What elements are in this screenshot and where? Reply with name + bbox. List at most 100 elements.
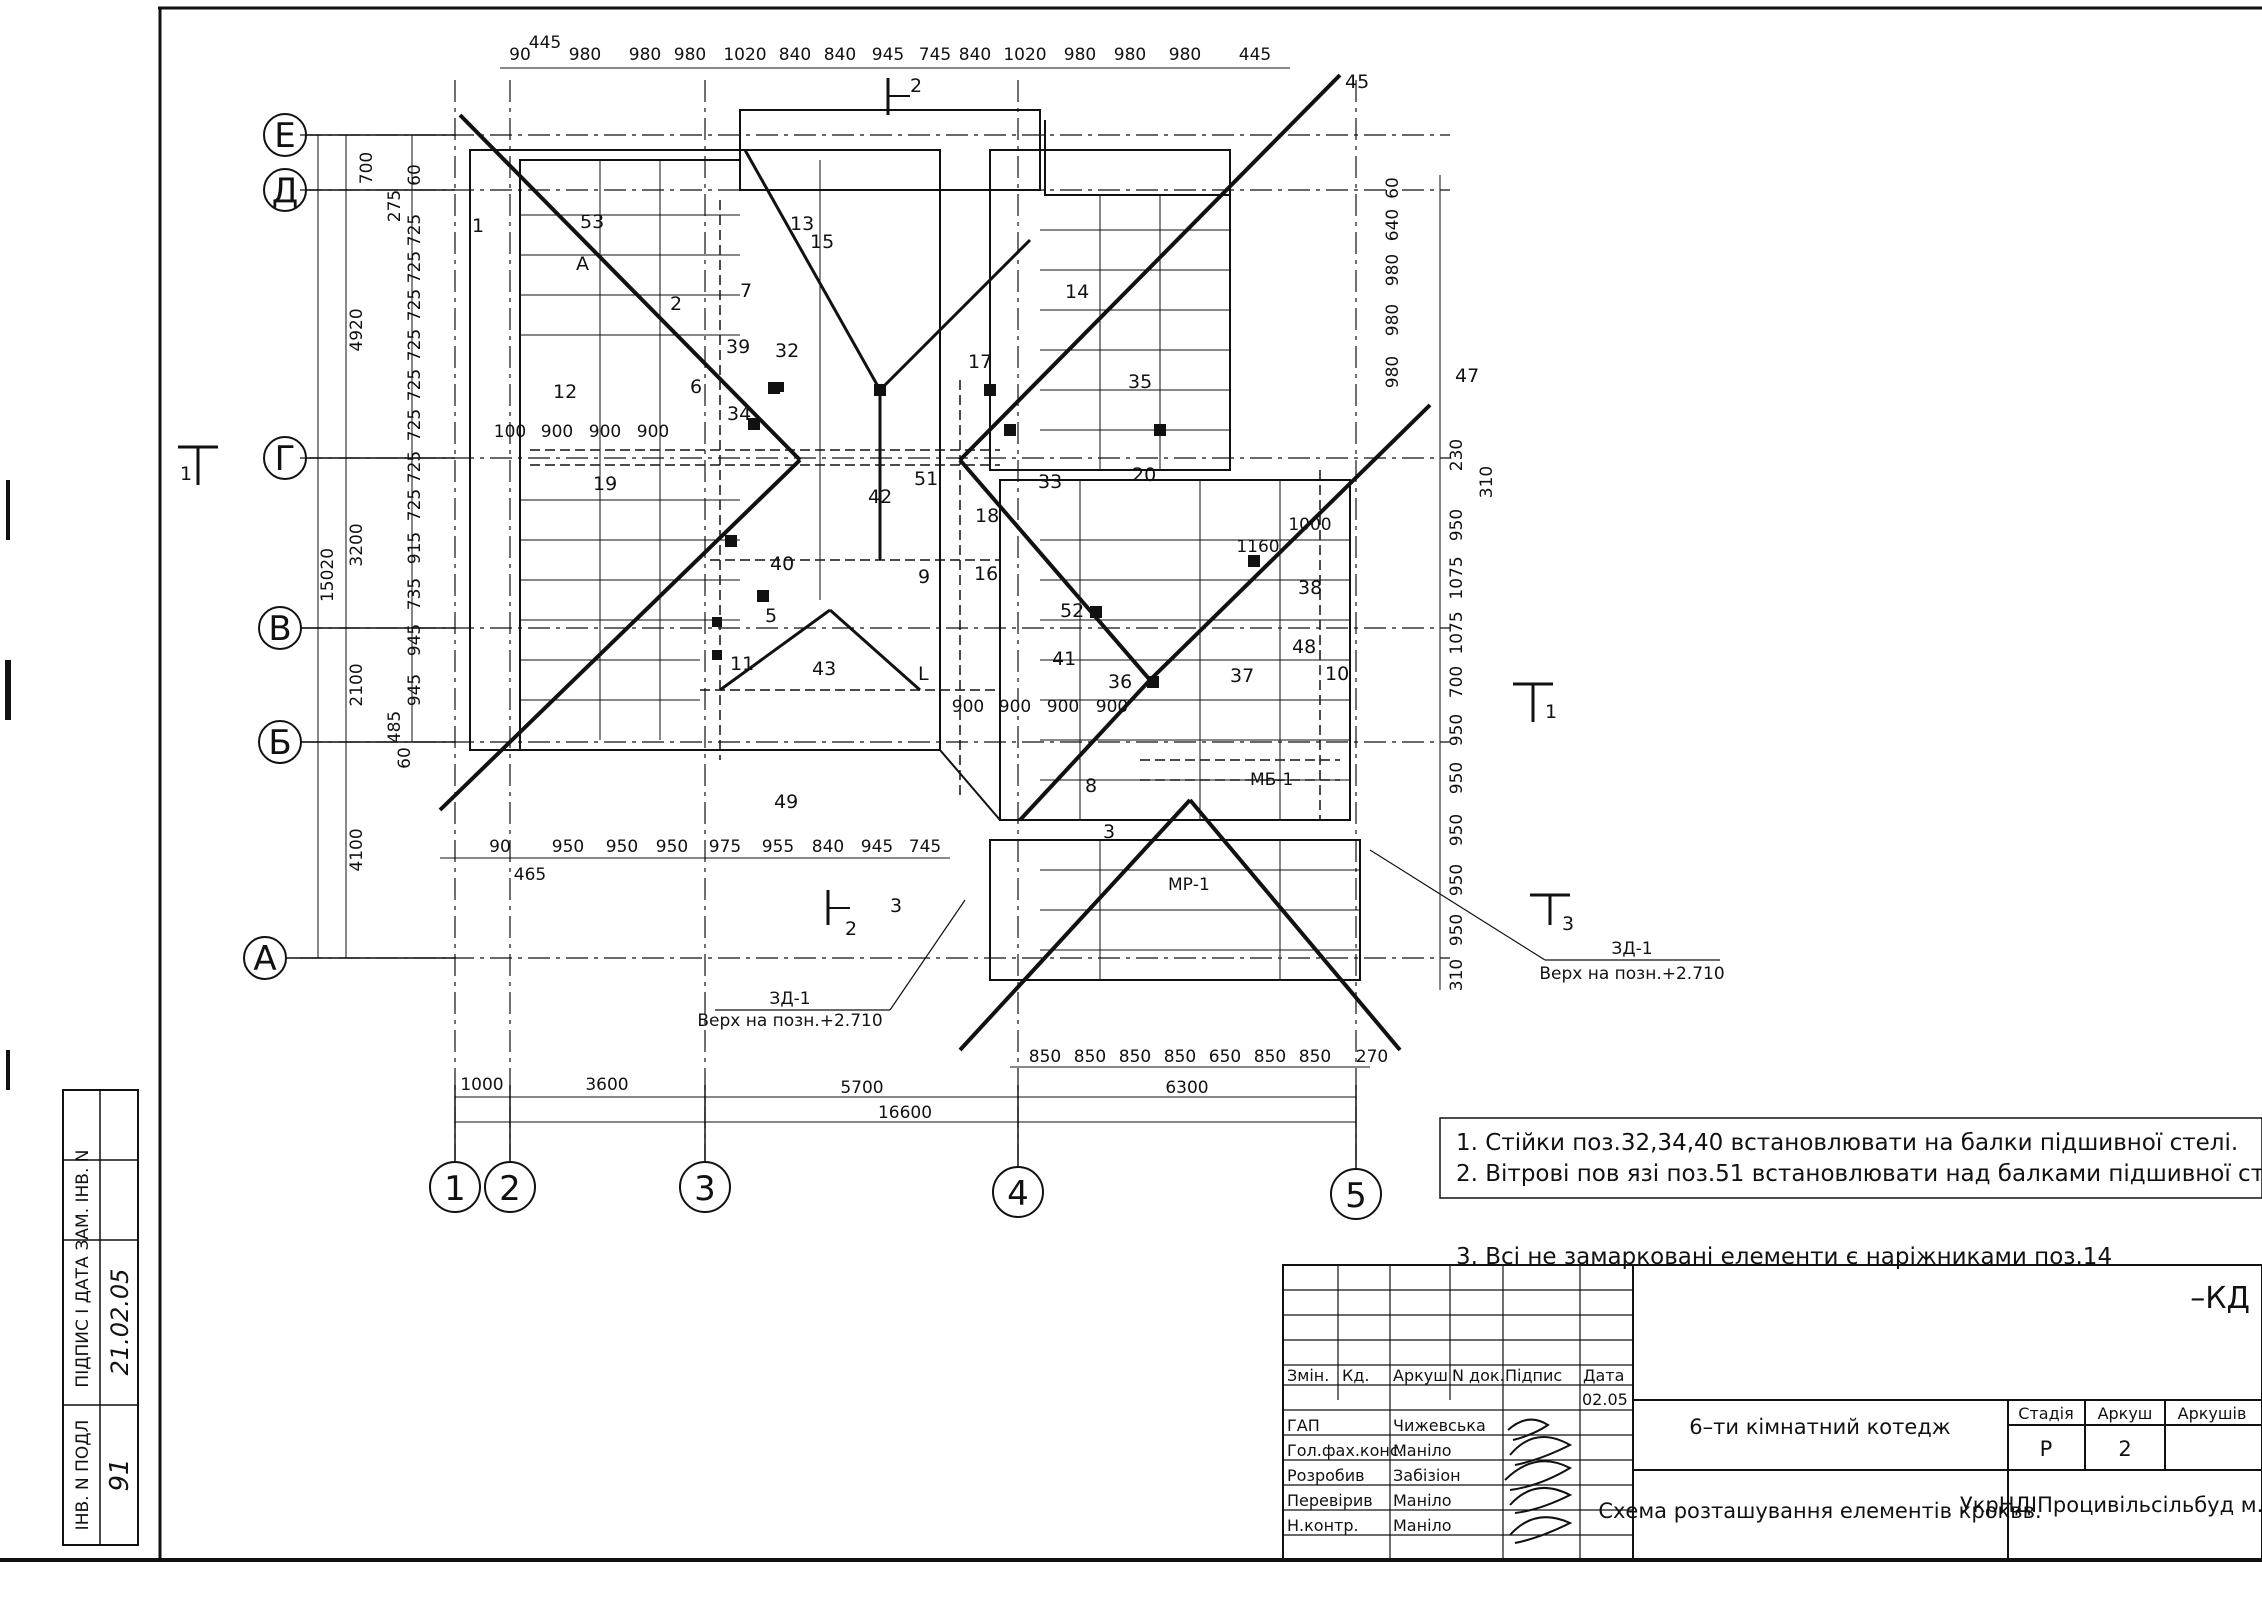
- sheet-title: Схема розташування елементів кроквв.: [1598, 1499, 2041, 1523]
- svg-text:5: 5: [765, 605, 777, 627]
- svg-text:900: 900: [541, 422, 573, 442]
- roof-framing: [438, 73, 1432, 1052]
- svg-text:980: 980: [1064, 45, 1096, 65]
- axis-letters: Е Д Г В Б А: [243, 113, 455, 980]
- svg-text:2: 2: [910, 75, 922, 97]
- svg-text:Стадія: Стадія: [2018, 1404, 2073, 1423]
- project-name: 6–ти кімнатний котедж: [1689, 1415, 1951, 1439]
- svg-text:950: 950: [656, 837, 688, 857]
- svg-text:52: 52: [1060, 600, 1084, 622]
- svg-text:4100: 4100: [347, 828, 367, 871]
- svg-text:980: 980: [1383, 304, 1403, 336]
- axis-letter-D: Д: [263, 168, 455, 212]
- svg-text:950: 950: [1447, 914, 1467, 946]
- svg-text:4: 4: [1007, 1174, 1029, 1214]
- svg-text:2: 2: [670, 293, 682, 315]
- svg-text:ЗАМ. ІНВ. N: ЗАМ. ІНВ. N: [73, 1150, 93, 1251]
- svg-text:Р: Р: [2040, 1437, 2053, 1461]
- doc-code: –КД: [2190, 1281, 2250, 1316]
- svg-text:19: 19: [593, 473, 617, 495]
- svg-text:945: 945: [405, 674, 425, 706]
- svg-text:700: 700: [357, 152, 377, 184]
- axis-letter-B: Б: [258, 720, 455, 764]
- svg-text:980: 980: [1383, 356, 1403, 388]
- sheet-frame: [0, 6, 2262, 1562]
- svg-text:16600: 16600: [878, 1103, 932, 1123]
- svg-text:Забізіон: Забізіон: [1393, 1466, 1461, 1485]
- svg-text:Аркуш: Аркуш: [2098, 1404, 2153, 1423]
- svg-text:725: 725: [405, 369, 425, 401]
- svg-text:Змін.: Змін.: [1287, 1366, 1329, 1385]
- svg-text:485: 485: [385, 711, 405, 743]
- svg-text:02.05: 02.05: [1582, 1390, 1628, 1409]
- right-dimensions: 60 640 980 980 980 230 310 950 1075 1075…: [1383, 177, 1497, 991]
- svg-text:Е: Е: [274, 116, 295, 156]
- svg-text:А: А: [253, 939, 276, 979]
- svg-text:945: 945: [861, 837, 893, 857]
- svg-text:60: 60: [395, 747, 415, 769]
- organization: УкрНДІПроцивільсільбуд м.Київ: [1960, 1493, 2262, 1517]
- svg-text:100: 100: [494, 422, 526, 442]
- svg-text:3: 3: [890, 895, 902, 917]
- svg-text:1160: 1160: [1236, 537, 1279, 557]
- svg-text:3200: 3200: [347, 523, 367, 566]
- svg-text:4920: 4920: [347, 308, 367, 351]
- svg-text:МР-1: МР-1: [1168, 875, 1210, 895]
- svg-text:60: 60: [1383, 177, 1403, 199]
- svg-text:980: 980: [674, 45, 706, 65]
- svg-text:1020: 1020: [723, 45, 766, 65]
- svg-text:640: 640: [1383, 209, 1403, 241]
- svg-text:980: 980: [1383, 254, 1403, 286]
- svg-text:12: 12: [553, 381, 577, 403]
- svg-text:6: 6: [690, 376, 702, 398]
- svg-text:Маніло: Маніло: [1393, 1441, 1452, 1460]
- svg-text:ЗД-1: ЗД-1: [769, 989, 810, 1009]
- svg-text:40: 40: [770, 553, 794, 575]
- svg-text:700: 700: [1447, 666, 1467, 698]
- svg-text:980: 980: [1114, 45, 1146, 65]
- svg-text:48: 48: [1292, 636, 1316, 658]
- svg-text:310: 310: [1477, 466, 1497, 498]
- axis-number-2: 2: [484, 1085, 536, 1213]
- svg-text:850: 850: [1029, 1047, 1061, 1067]
- svg-text:465: 465: [514, 865, 546, 885]
- top-dimensions: 90 445 980 980 980 1020 840 840 945 745 …: [509, 33, 1271, 65]
- svg-text:Кд.: Кд.: [1342, 1366, 1370, 1385]
- svg-text:Розробив: Розробив: [1287, 1466, 1365, 1485]
- callout-right: ЗД-1 Верх на позн.+2.710: [1369, 849, 1725, 984]
- svg-text:745: 745: [919, 45, 951, 65]
- svg-text:725: 725: [405, 329, 425, 361]
- svg-text:2100: 2100: [347, 663, 367, 706]
- bottom-dimensions: 90 950 950 950 975 955 840 945 745 465 8…: [460, 837, 1388, 1123]
- svg-text:6300: 6300: [1165, 1078, 1208, 1098]
- svg-text:725: 725: [405, 409, 425, 441]
- svg-text:850: 850: [1074, 1047, 1106, 1067]
- svg-text:950: 950: [606, 837, 638, 857]
- svg-text:900: 900: [637, 422, 669, 442]
- svg-text:950: 950: [552, 837, 584, 857]
- title-block: [1282, 1264, 2262, 1561]
- svg-text:725: 725: [405, 251, 425, 283]
- svg-text:13: 13: [790, 213, 814, 235]
- svg-text:47: 47: [1455, 365, 1479, 387]
- svg-text:15: 15: [810, 231, 834, 253]
- svg-text:840: 840: [824, 45, 856, 65]
- svg-text:39: 39: [726, 336, 750, 358]
- svg-text:Маніло: Маніло: [1393, 1516, 1452, 1535]
- left-dimensions: 4920 3200 2100 4100 15020 700 60 275 725…: [318, 152, 425, 872]
- svg-text:275: 275: [385, 190, 405, 222]
- svg-text:1000: 1000: [1288, 515, 1331, 535]
- svg-text:950: 950: [1447, 814, 1467, 846]
- svg-text:21.02.05: 21.02.05: [106, 1269, 134, 1376]
- svg-text:5700: 5700: [840, 1078, 883, 1098]
- svg-text:Д: Д: [272, 171, 299, 211]
- svg-text:Верх на позн.+2.710: Верх на позн.+2.710: [697, 1011, 882, 1031]
- title-block-text: –КД Змін. Кд. Аркуш N док. Підпис Дата 0…: [1287, 1281, 2262, 1535]
- dimension-lines: [317, 67, 1441, 1123]
- svg-text:900: 900: [952, 697, 984, 717]
- svg-text:975: 975: [709, 837, 741, 857]
- svg-text:850: 850: [1299, 1047, 1331, 1067]
- svg-text:915: 915: [405, 532, 425, 564]
- svg-text:1: 1: [472, 215, 484, 237]
